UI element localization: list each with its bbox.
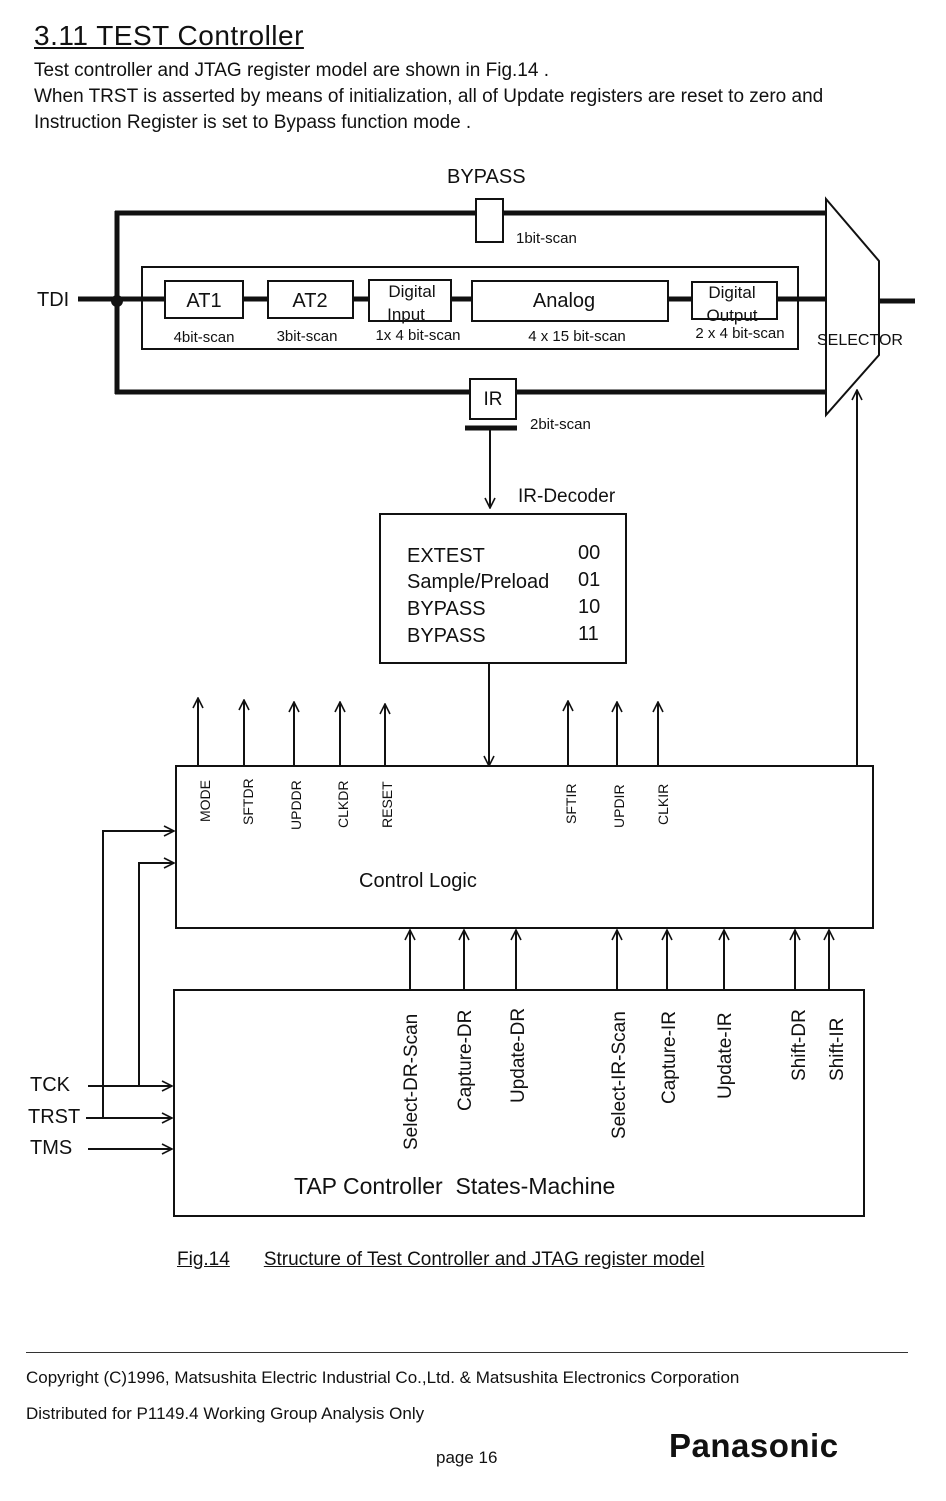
page-number: page 16 xyxy=(436,1448,498,1467)
upddr-signal: UPDDR xyxy=(288,780,304,830)
decoder-title: IR-Decoder xyxy=(518,486,616,507)
intro-line-1: Test controller and JTAG register model … xyxy=(34,60,549,81)
tdi-label: TDI xyxy=(37,289,69,311)
panasonic-logo: Panasonic xyxy=(669,1427,839,1464)
distribution-line: Distributed for P1149.4 Working Group An… xyxy=(26,1404,425,1423)
tap-controller-box xyxy=(173,989,865,1217)
bypass-register xyxy=(475,198,504,243)
at1-register xyxy=(164,280,244,319)
decoder-instr-3: BYPASS xyxy=(407,598,486,620)
ir-register xyxy=(469,378,517,420)
trst-to-logic-arrow xyxy=(102,831,174,1118)
control-logic-box xyxy=(175,765,874,929)
analog-register xyxy=(471,280,669,322)
digital-input-register xyxy=(368,279,452,322)
tap-signal-capture-dr: Capture-DR xyxy=(455,1010,476,1111)
figure-title: Structure of Test Controller and JTAG re… xyxy=(263,1249,705,1270)
figure-caption: Fig.14 Structure of Test Controller and J… xyxy=(177,1249,705,1271)
selector-label: SELECTOR xyxy=(817,332,903,349)
tap-signal-capture-ir: Capture-IR xyxy=(659,1011,680,1104)
trst-label: TRST xyxy=(28,1106,80,1128)
tap-signal-select-ir-scan: Select-IR-Scan xyxy=(609,1011,630,1139)
control-logic-label: Control Logic xyxy=(359,870,477,892)
at2-label: AT2 xyxy=(292,290,327,312)
digital-input-label-1: Digital xyxy=(388,282,435,301)
ir-scan-label: 2bit-scan xyxy=(530,416,591,433)
digital-output-label-1: Digital xyxy=(708,283,755,302)
tap-signal-select-dr-scan: Select-DR-Scan xyxy=(401,1014,422,1150)
at1-scan: 4bit-scan xyxy=(174,329,235,346)
sftir-signal: SFTIR xyxy=(563,784,579,824)
tap-signal-shift-dr: Shift-DR xyxy=(789,1009,810,1081)
bypass-scan-label: 1bit-scan xyxy=(516,230,577,247)
tap-signal-update-dr: Update-DR xyxy=(508,1008,529,1103)
decoder-code-4: 11 xyxy=(578,623,599,645)
ir-label: IR xyxy=(484,389,503,410)
digital-output-scan: 2 x 4 bit-scan xyxy=(695,325,784,342)
bypass-title: BYPASS xyxy=(447,166,526,188)
at2-register xyxy=(267,280,354,319)
selector-mux xyxy=(825,196,880,418)
analog-scan: 4 x 15 bit-scan xyxy=(528,328,626,345)
tap-signal-update-ir: Update-IR xyxy=(715,1012,736,1099)
at1-label: AT1 xyxy=(186,290,221,312)
decoder-code-2: 01 xyxy=(578,569,600,591)
section-heading: 3.11 TEST Controller xyxy=(34,20,304,51)
updir-signal: UPDIR xyxy=(611,784,627,828)
clkir-signal: CLKIR xyxy=(655,784,671,825)
decoder-instr-2: Sample/Preload xyxy=(407,571,549,593)
decoder-instr-1: EXTEST xyxy=(407,545,485,567)
digital-input-label-2: Input xyxy=(387,305,425,324)
copyright-line: Copyright (C)1996, Matsushita Electric I… xyxy=(26,1368,740,1387)
intro-line-3: Instruction Register is set to Bypass fu… xyxy=(34,112,472,133)
sftdr-signal: SFTDR xyxy=(240,778,256,825)
ir-decoder-box xyxy=(379,513,627,664)
jtag-structure-diagram: BYPASS 1bit-scan TDI AT1 4bit-scan AT2 3… xyxy=(28,166,915,1217)
decoder-instr-4: BYPASS xyxy=(407,625,486,647)
digital-output-label-2: Output xyxy=(706,306,757,325)
reset-signal: RESET xyxy=(379,781,395,828)
digital-output-register xyxy=(691,281,778,320)
decoder-code-3: 10 xyxy=(578,596,600,618)
tms-label: TMS xyxy=(30,1137,72,1159)
intro-line-2: When TRST is asserted by means of initia… xyxy=(34,86,824,107)
tap-controller-label: TAP Controller States-Machine xyxy=(294,1173,615,1199)
mode-signal: MODE xyxy=(197,780,213,822)
tck-to-logic-arrow xyxy=(138,863,174,1086)
tck-label: TCK xyxy=(30,1074,71,1096)
register-chain-frame xyxy=(141,266,799,350)
digital-input-scan: 1x 4 bit-scan xyxy=(375,327,460,344)
figure-number: Fig.14 xyxy=(177,1249,230,1270)
clkdr-signal: CLKDR xyxy=(335,781,351,828)
tap-signal-shift-ir: Shift-IR xyxy=(827,1018,848,1081)
decoder-code-1: 00 xyxy=(578,542,600,564)
footer-divider xyxy=(26,1352,908,1353)
at2-scan: 3bit-scan xyxy=(277,328,338,345)
analog-label: Analog xyxy=(533,290,595,312)
